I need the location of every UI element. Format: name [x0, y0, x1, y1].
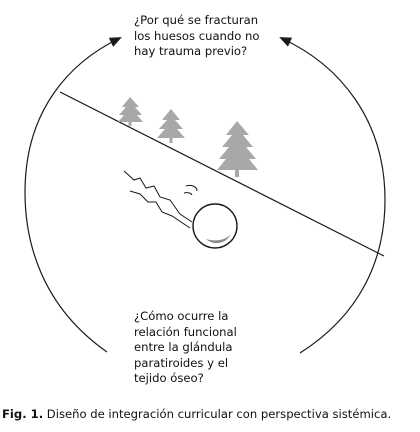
figure-caption-text: Diseño de integración curricular con per…	[46, 407, 392, 421]
arc-right-to-top-arrow	[279, 37, 386, 354]
arc-left-to-top-arrow	[24, 37, 122, 353]
systemic-cycle-diagram	[24, 37, 386, 354]
motion-lines	[123, 170, 198, 229]
figure-caption: Fig. 1. Diseño de integración curricular…	[2, 407, 418, 421]
bottom-question-text: ¿Cómo ocurre la relación funcional entre…	[134, 309, 237, 386]
pine-tree-icon	[217, 121, 258, 177]
pine-tree-icon	[118, 97, 143, 126]
slope-line	[59, 91, 385, 257]
figure-caption-label: Fig. 1.	[2, 407, 44, 421]
top-question-text: ¿Por qué se fracturan los huesos cuando …	[134, 13, 260, 59]
pine-tree-icon	[157, 109, 185, 143]
rolling-ball-icon	[192, 203, 238, 249]
